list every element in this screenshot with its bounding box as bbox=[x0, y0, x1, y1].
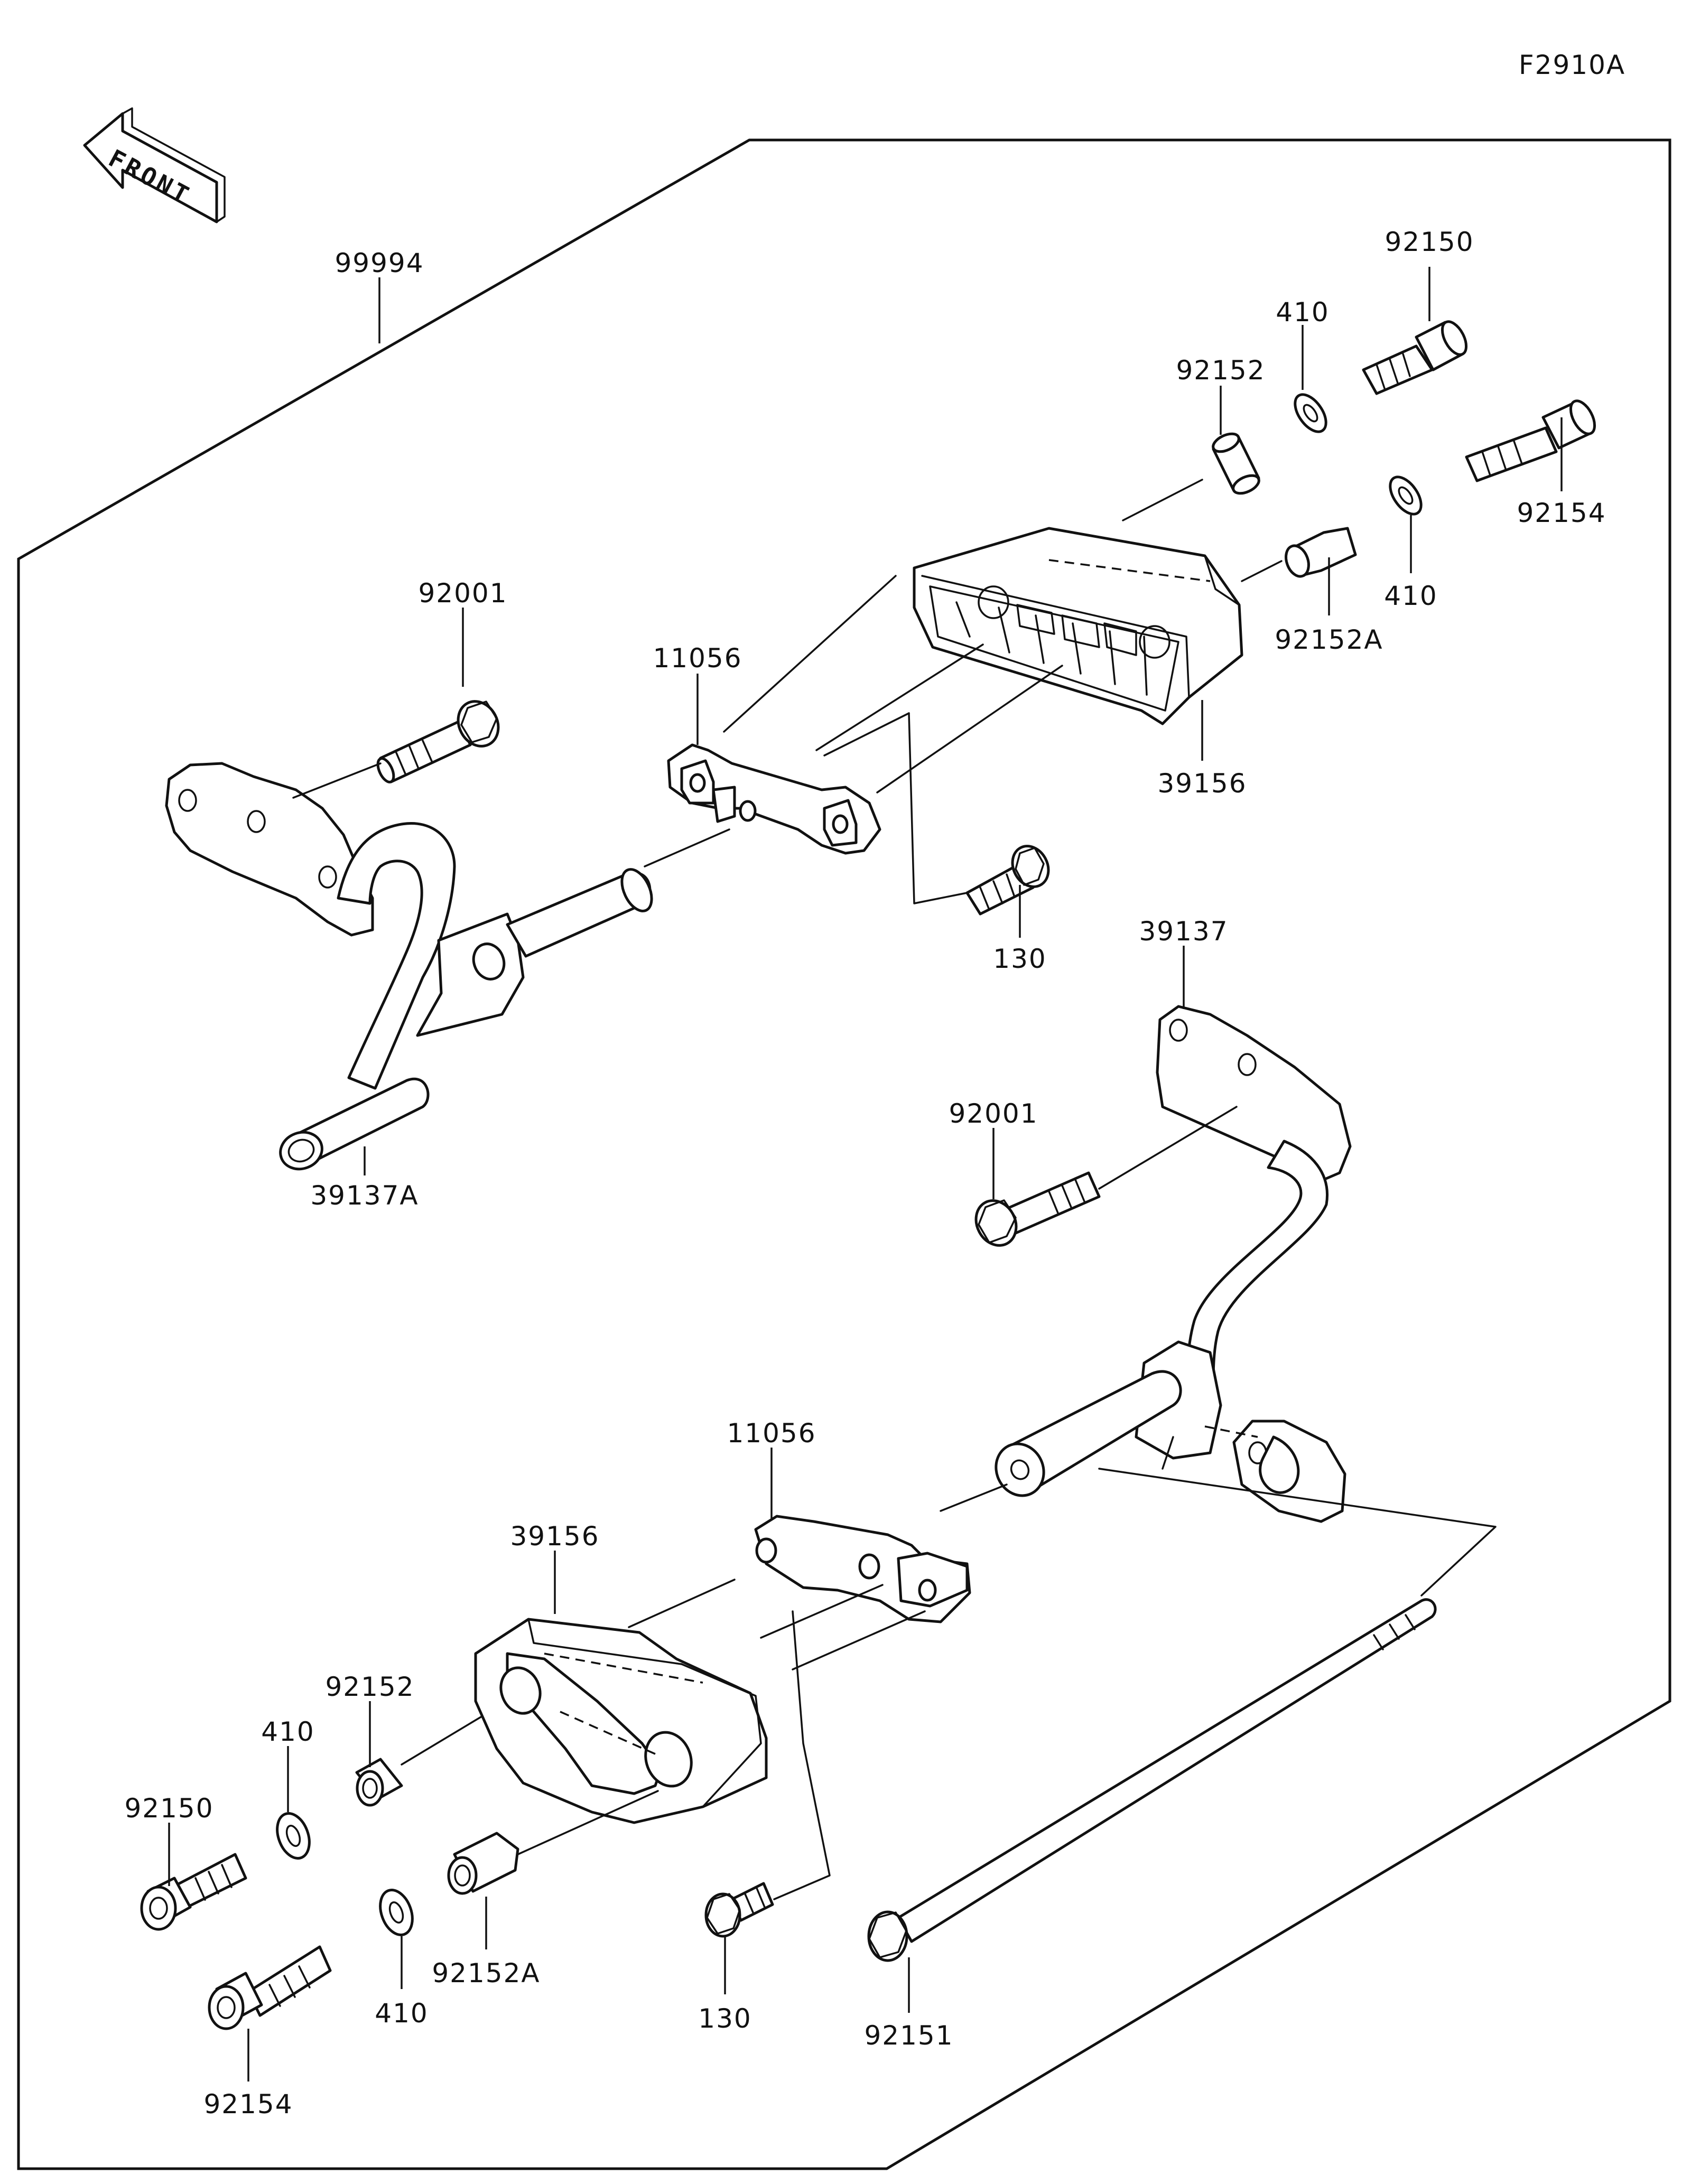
label-kit: 99994 bbox=[335, 248, 424, 278]
collar-92152a-top bbox=[1285, 527, 1357, 578]
bolt-130-top bbox=[965, 845, 1050, 916]
label-92150-top: 92150 bbox=[1385, 227, 1474, 257]
label-11056-top: 11056 bbox=[653, 643, 742, 674]
label-92152a-top: 92152A bbox=[1275, 624, 1383, 655]
bracket-11056-top bbox=[667, 743, 881, 855]
label-92152a-bottom: 92152A bbox=[432, 1958, 540, 1989]
bolt-92151 bbox=[867, 1598, 1437, 1962]
washer-410-top-a bbox=[1294, 393, 1327, 433]
label-39156-top: 39156 bbox=[1157, 768, 1247, 799]
label-92150-bottom: 92150 bbox=[124, 1793, 213, 1824]
frame-slider-bottom bbox=[474, 1618, 768, 1824]
bolt-92154-top bbox=[1465, 399, 1596, 482]
label-410-bottom-b: 410 bbox=[375, 1998, 428, 2029]
washer-410-top-b bbox=[1389, 475, 1423, 516]
label-130-bottom: 130 bbox=[698, 2003, 751, 2034]
bolt-92154-bottom bbox=[208, 1945, 332, 2030]
bolt-92001-right bbox=[974, 1171, 1101, 1247]
label-410-bottom-a: 410 bbox=[261, 1716, 314, 1747]
figure-id: F2910A bbox=[1519, 50, 1625, 80]
washer-410-bottom-b bbox=[379, 1889, 414, 1936]
bracket-39137a bbox=[165, 762, 653, 1171]
label-410-top-a: 410 bbox=[1276, 297, 1329, 328]
bracket-39137 bbox=[995, 1005, 1352, 1523]
bolt-92001-left bbox=[376, 700, 500, 783]
collar-92152-bottom bbox=[355, 1758, 403, 1807]
bolt-130-bottom bbox=[704, 1882, 774, 1938]
washer-410-bottom-a bbox=[276, 1812, 311, 1860]
bracket-11056-bottom bbox=[754, 1515, 971, 1623]
label-39137: 39137 bbox=[1139, 916, 1228, 947]
kit-frame bbox=[17, 138, 1671, 2170]
bolt-92150-bottom bbox=[140, 1853, 247, 1931]
collar-92152-top bbox=[1212, 432, 1260, 495]
label-92001-right: 92001 bbox=[949, 1098, 1038, 1129]
label-92151: 92151 bbox=[864, 2020, 953, 2051]
collar-92152a-bottom bbox=[447, 1832, 519, 1895]
label-410-top-b: 410 bbox=[1384, 581, 1437, 611]
label-39156-bottom: 39156 bbox=[510, 1521, 599, 1552]
label-39137a: 39137A bbox=[310, 1180, 419, 1211]
front-arrow: FRONT bbox=[83, 107, 226, 223]
label-130-top: 130 bbox=[993, 944, 1046, 974]
alignment-lines bbox=[292, 479, 1497, 1900]
label-92152-top: 92152 bbox=[1176, 355, 1265, 386]
label-leaders bbox=[168, 267, 1563, 2082]
label-92152-bottom: 92152 bbox=[325, 1672, 414, 1702]
label-92001-left: 92001 bbox=[418, 578, 507, 609]
label-92154-bottom: 92154 bbox=[203, 2089, 293, 2120]
label-11056-bottom: 11056 bbox=[727, 1418, 816, 1449]
label-92154-top: 92154 bbox=[1517, 498, 1606, 528]
frame-slider-top bbox=[913, 527, 1243, 725]
bolt-92150-top bbox=[1362, 320, 1468, 395]
